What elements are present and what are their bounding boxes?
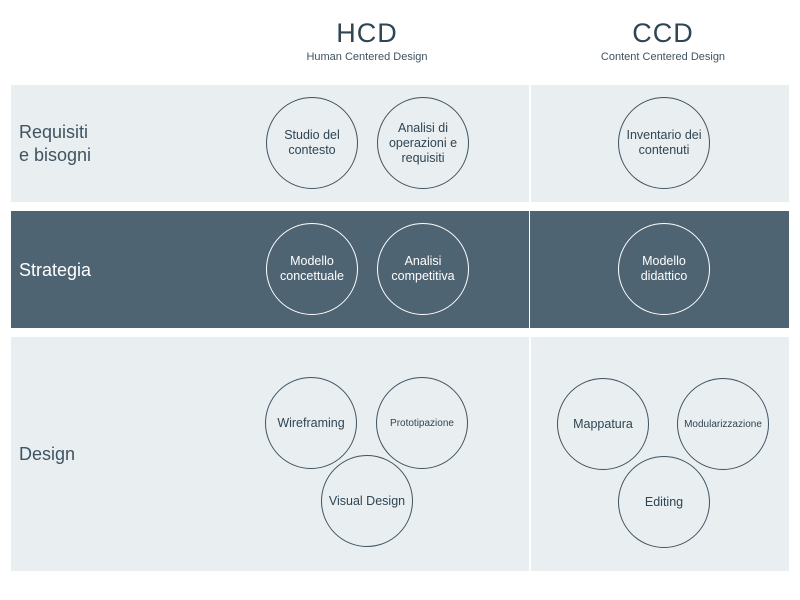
node-inventario-contenuti: Inventario dei contenuti: [618, 97, 710, 189]
row-design: Design Wireframing Prototipazione Visual…: [11, 337, 789, 571]
node-editing: Editing: [618, 456, 710, 548]
node-analisi-competitiva: Analisi competitiva: [377, 223, 469, 315]
node-studio-del-contesto: Studio del contesto: [266, 97, 358, 189]
column-header-hcd: HCD Human Centered Design: [267, 18, 467, 64]
node-mappatura: Mappatura: [557, 378, 649, 470]
node-prototipazione: Prototipazione: [376, 377, 468, 469]
column-divider: [529, 337, 531, 571]
node-modularizzazione: Modularizzazione: [677, 378, 769, 470]
node-wireframing: Wireframing: [265, 377, 357, 469]
node-modello-didattico: Modello didattico: [618, 223, 710, 315]
row-requisiti: Requisiti e bisogni Studio del contesto …: [11, 85, 789, 202]
column-title-hcd: HCD: [336, 18, 398, 48]
row-label-requisiti: Requisiti e bisogni: [19, 121, 91, 167]
node-visual-design: Visual Design: [321, 455, 413, 547]
column-header-ccd: CCD Content Centered Design: [563, 18, 763, 64]
column-divider: [529, 211, 530, 328]
row-label-line1: Requisiti: [19, 122, 89, 142]
node-analisi-operazioni-requisiti: Analisi di operazioni e requisiti: [377, 97, 469, 189]
node-modello-concettuale: Modello concettuale: [266, 223, 358, 315]
row-strategia: Strategia Modello concettuale Analisi co…: [11, 211, 789, 328]
column-subtitle-hcd: Human Centered Design: [306, 51, 428, 63]
row-label-line2: e bisogni: [19, 145, 92, 165]
column-divider: [529, 85, 531, 202]
row-label-design: Design: [19, 444, 76, 464]
row-label-strategia: Strategia: [19, 260, 92, 280]
column-title-ccd: CCD: [632, 18, 694, 48]
column-subtitle-ccd: Content Centered Design: [600, 51, 726, 63]
